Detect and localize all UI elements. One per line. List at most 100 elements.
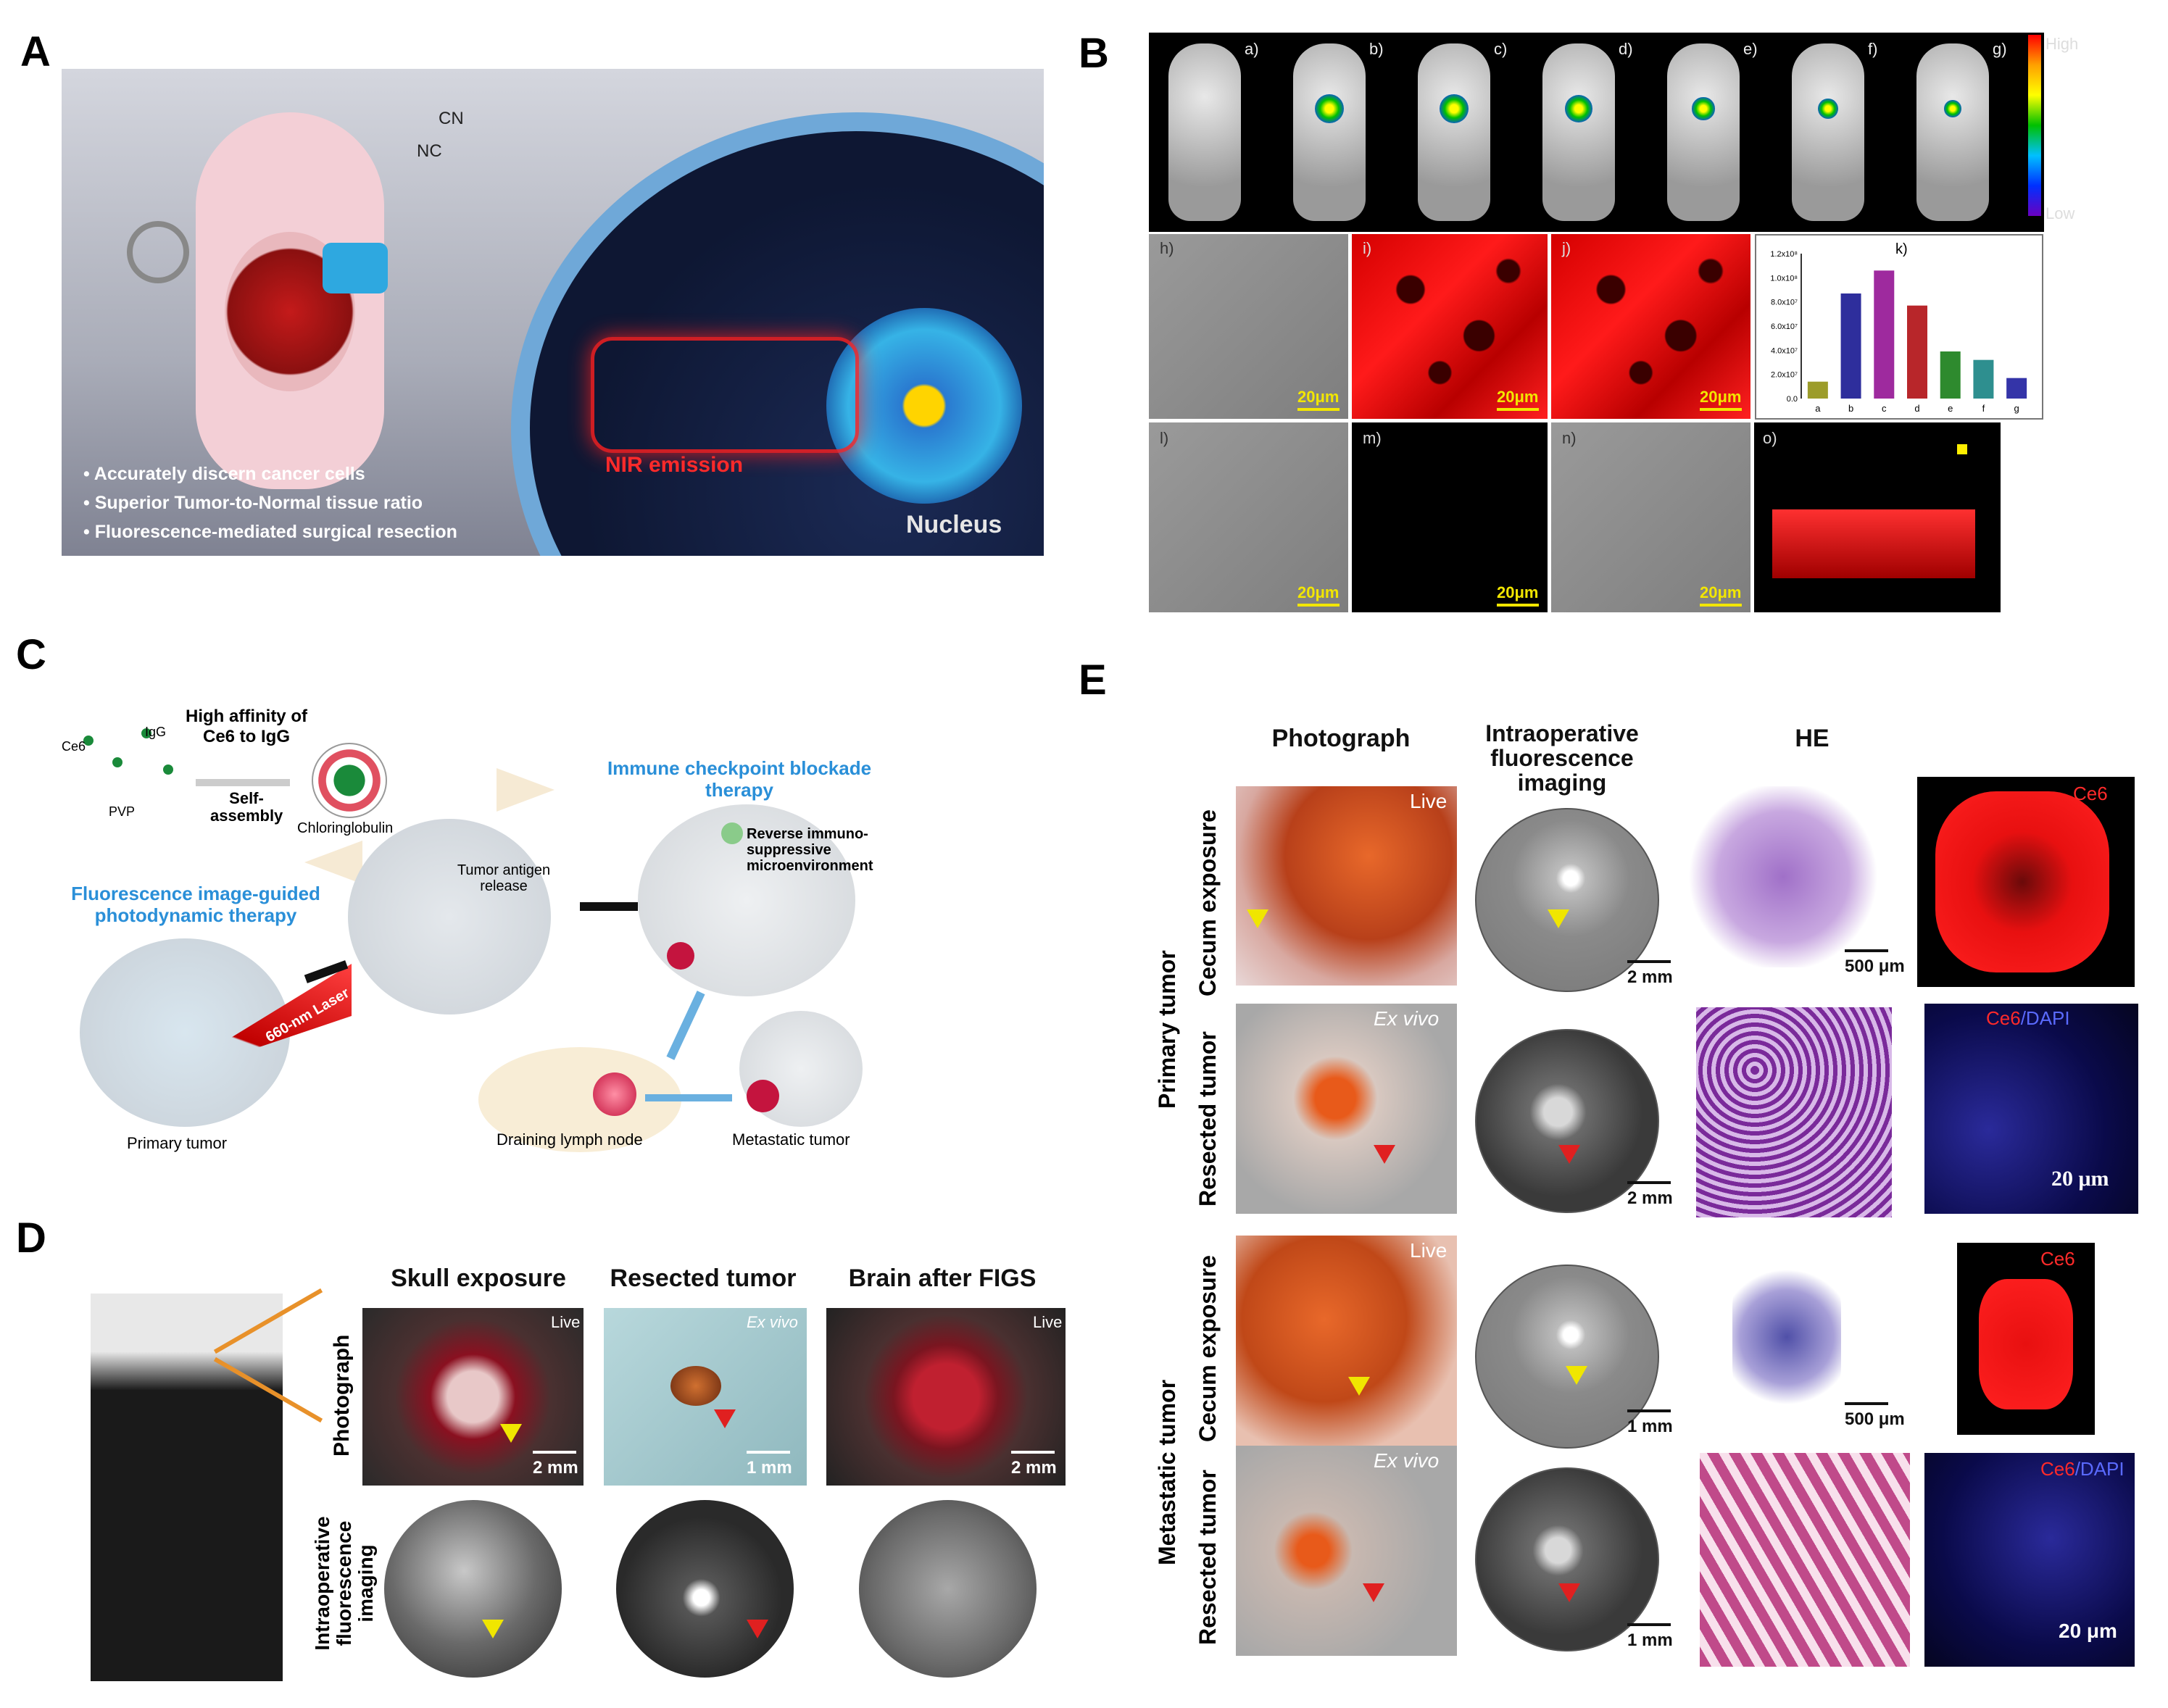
arrow-to-icb	[580, 902, 638, 911]
label-o: o)	[1763, 429, 1777, 447]
igg-label: IgG	[145, 725, 167, 739]
ce6-label: Ce6	[62, 739, 86, 754]
d-row-label-fluor: Intraoperative fluorescence imaging	[311, 1516, 377, 1651]
yellow-arrowhead	[1548, 909, 1569, 928]
resected-tumor-tissue	[670, 1366, 721, 1406]
red-arrowhead	[1558, 1583, 1580, 1602]
red-arrowhead	[1374, 1145, 1395, 1164]
e-he-4	[1700, 1453, 1910, 1667]
chloringlobulin-label: Chloringlobulin	[297, 820, 394, 836]
mouse-label: c)	[1494, 40, 1508, 58]
d-fluor-skull	[384, 1500, 562, 1678]
e-group-primary: Primary tumor	[1154, 950, 1180, 1109]
mouse-label: d)	[1619, 40, 1633, 58]
fig-pdt-text: Fluorescence image-guided photodynamic t…	[71, 883, 320, 926]
d-scale-brain: 2 mm	[1011, 1451, 1057, 1478]
e-header-he: HE	[1795, 725, 1829, 752]
x-tick-label: f	[1982, 403, 1985, 414]
e-header-fluor: Intraoperative fluorescence imaging	[1485, 720, 1639, 796]
d-tag-brain: Live	[1033, 1313, 1063, 1331]
label-m: m)	[1363, 429, 1382, 447]
lymph-t-cell	[593, 1072, 636, 1116]
yellow-arrowhead	[1247, 909, 1268, 928]
mouse-label: e)	[1743, 40, 1758, 58]
ce6-fluorescence	[1935, 791, 2109, 972]
chloringlobulin-particle	[312, 743, 387, 818]
e-scale-fluor-4: 1 mm	[1627, 1623, 1673, 1650]
e-row-resected-1: Resected tumor	[1195, 1031, 1221, 1207]
scalebar-j: 20μm	[1700, 388, 1742, 411]
x-tick-label: e	[1948, 403, 1953, 414]
bar-b	[1840, 293, 1861, 399]
e-header-photograph: Photograph	[1271, 725, 1411, 752]
chart-frame	[1755, 234, 2043, 420]
d-header-brain: Brain after FIGS	[848, 1265, 1037, 1292]
y-tick-label: 1.0x10⁸	[1770, 274, 1798, 283]
e-ce6-2	[1957, 1243, 2095, 1435]
pvp-label: PVP	[109, 804, 136, 819]
antigen-release-text: Tumor antigen release	[457, 862, 551, 894]
spray-bottle-icon	[323, 243, 388, 293]
chart-title: k)	[1895, 241, 1908, 257]
e-photo-cecum-2	[1236, 1236, 1457, 1446]
mouse-image	[1418, 43, 1490, 221]
yellow-arrowhead	[500, 1424, 522, 1443]
scalebar-i: 20μm	[1497, 388, 1539, 411]
primary-tumor-label: Primary tumor	[127, 1134, 228, 1152]
scalebar-n: 20μm	[1700, 583, 1742, 607]
tumor-signal	[1692, 97, 1715, 120]
red-arrowhead	[714, 1409, 736, 1428]
bar-d	[1907, 305, 1927, 399]
e-he-1	[1689, 786, 1877, 967]
arrow-lymph-to-icb	[666, 991, 705, 1060]
red-arrowhead	[747, 1620, 768, 1638]
colorbar-high-label: High	[2046, 35, 2079, 53]
reverse-text: Reverse immuno-suppressive microenvironm…	[747, 826, 873, 874]
mouse-image	[1293, 43, 1366, 221]
d-photo-skull	[362, 1308, 583, 1486]
e-um-scale-1: 20 μm	[2051, 1167, 2109, 1191]
e-fluor-1	[1475, 808, 1659, 992]
e-ce6-label-2: Ce6	[2040, 1248, 2075, 1270]
metastatic-t-cell	[747, 1080, 779, 1112]
e-he-scale-1: 500 μm	[1845, 949, 1905, 976]
red-arrowhead	[1363, 1583, 1384, 1602]
e-fluor-2	[1475, 1029, 1659, 1213]
e-scale-fluor-2: 2 mm	[1627, 1181, 1673, 1208]
e-um-scale-2: 20 μm	[2059, 1620, 2117, 1642]
e-tag-4: Ex vivo	[1374, 1449, 1440, 1472]
d-scale-resected: 1 mm	[747, 1451, 792, 1478]
e-row-resected-2: Resected tumor	[1195, 1470, 1221, 1645]
bar-chart-k: 0.02.0x10⁷4.0x10⁷6.0x10⁷8.0x10⁷1.0x10⁸1.…	[1755, 234, 2043, 420]
panel-label-b: B	[1079, 30, 1109, 77]
ce6-igg-molecules	[69, 714, 188, 801]
ce6-fluorescence	[1979, 1279, 2073, 1409]
x-tick-label: a	[1815, 403, 1821, 414]
arrow-to-metastatic	[645, 1094, 732, 1101]
d-photo-brain	[826, 1308, 1066, 1486]
bar-f	[1973, 359, 1994, 399]
tumor-signal	[1315, 94, 1344, 123]
nir-emission-label: NIR emission	[605, 453, 744, 477]
3d-tissue-volume	[1772, 509, 1975, 578]
colorbar-low-label: Low	[2046, 204, 2075, 222]
label-j: j)	[1562, 239, 1571, 257]
micrograph-n	[1551, 422, 1750, 612]
micrograph-m	[1352, 422, 1548, 612]
e-row-cecum-2: Cecum exposure	[1195, 1255, 1221, 1442]
micrograph-i	[1352, 234, 1548, 419]
micrograph-l	[1149, 422, 1348, 612]
tumor-signal	[1944, 100, 1961, 117]
t-cell-icon	[667, 942, 694, 970]
e-tag-1: Live	[1410, 790, 1448, 812]
yellow-arrowhead	[482, 1620, 504, 1638]
micrograph-h	[1149, 234, 1348, 419]
e-group-metastatic: Metastatic tumor	[1154, 1379, 1180, 1565]
mouse-label: g)	[1993, 40, 2007, 58]
nir-molecule	[591, 337, 859, 453]
d-fluor-brain	[859, 1500, 1037, 1678]
e-fluor-4	[1475, 1467, 1659, 1651]
panel-a-illustration: CN NC NIR emission Nucleus • Accurately …	[62, 69, 1044, 556]
panel-label-c: C	[16, 631, 46, 678]
e-dapi-1	[1924, 1004, 2138, 1214]
